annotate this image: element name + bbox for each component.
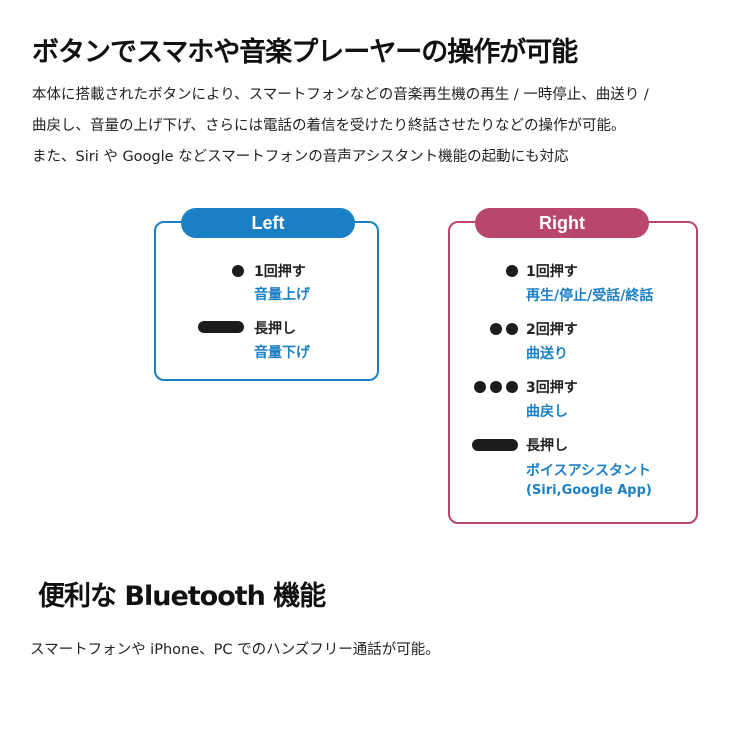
long-press-indicator xyxy=(466,439,518,451)
right-row-title: 2回押す xyxy=(526,322,578,338)
right-row-title: 1回押す xyxy=(526,264,578,280)
press-dot-icon xyxy=(490,381,502,393)
description-line: 本体に搭載されたボタンにより、スマートフォンなどの音楽再生機の再生 / 一時停止… xyxy=(32,87,649,103)
section-description-bluetooth: スマートフォンや iPhone、PC でのハンズフリー通話が可能。 xyxy=(30,642,440,658)
section-description-buttons: 本体に搭載されたボタンにより、スマートフォンなどの音楽再生機の再生 / 一時停止… xyxy=(32,80,712,173)
right-panel-label: Right xyxy=(475,208,649,238)
triple-press-indicator xyxy=(466,381,518,393)
description-line: また、Siri や Google などスマートフォンの音声アシスタント機能の起動… xyxy=(32,149,569,165)
long-press-indicator xyxy=(192,321,244,333)
single-press-indicator xyxy=(208,265,244,277)
right-row-action: 曲送り xyxy=(526,346,568,362)
description-line: 曲戻し、音量の上げ下げ、さらには電話の着信を受けたり終話させたりなどの操作が可能… xyxy=(32,118,626,134)
section-title-buttons: ボタンでスマホや音楽プレーヤーの操作が可能 xyxy=(32,37,578,68)
double-press-indicator xyxy=(470,323,518,335)
right-row-note: (Siri,Google App) xyxy=(526,483,652,498)
long-press-bar-icon xyxy=(198,321,244,333)
long-press-bar-icon xyxy=(472,439,518,451)
right-row-action: ボイスアシスタント xyxy=(526,463,652,479)
left-row-title: 長押し xyxy=(254,321,296,337)
single-press-indicator xyxy=(470,265,518,277)
left-row-action: 音量上げ xyxy=(254,287,310,303)
press-dot-icon xyxy=(506,381,518,393)
press-dot-icon xyxy=(474,381,486,393)
press-dot-icon xyxy=(490,323,502,335)
right-row-title: 長押し xyxy=(526,438,568,454)
right-row-action: 曲戻し xyxy=(526,404,568,420)
press-dot-icon xyxy=(232,265,244,277)
section-title-bluetooth: 便利な Bluetooth 機能 xyxy=(38,581,326,612)
right-row-action: 再生/停止/受話/終話 xyxy=(526,288,654,304)
left-button-panel: Left 1回押す 音量上げ 長押し 音量下げ xyxy=(154,208,379,381)
right-row-title: 3回押す xyxy=(526,380,578,396)
right-button-panel: Right 1回押す 再生/停止/受話/終話 2回押す 曲送り 3回押す 曲戻し… xyxy=(448,208,698,524)
press-dot-icon xyxy=(506,265,518,277)
left-row-action: 音量下げ xyxy=(254,345,310,361)
left-panel-label: Left xyxy=(181,208,355,238)
press-dot-icon xyxy=(506,323,518,335)
left-row-title: 1回押す xyxy=(254,264,306,280)
